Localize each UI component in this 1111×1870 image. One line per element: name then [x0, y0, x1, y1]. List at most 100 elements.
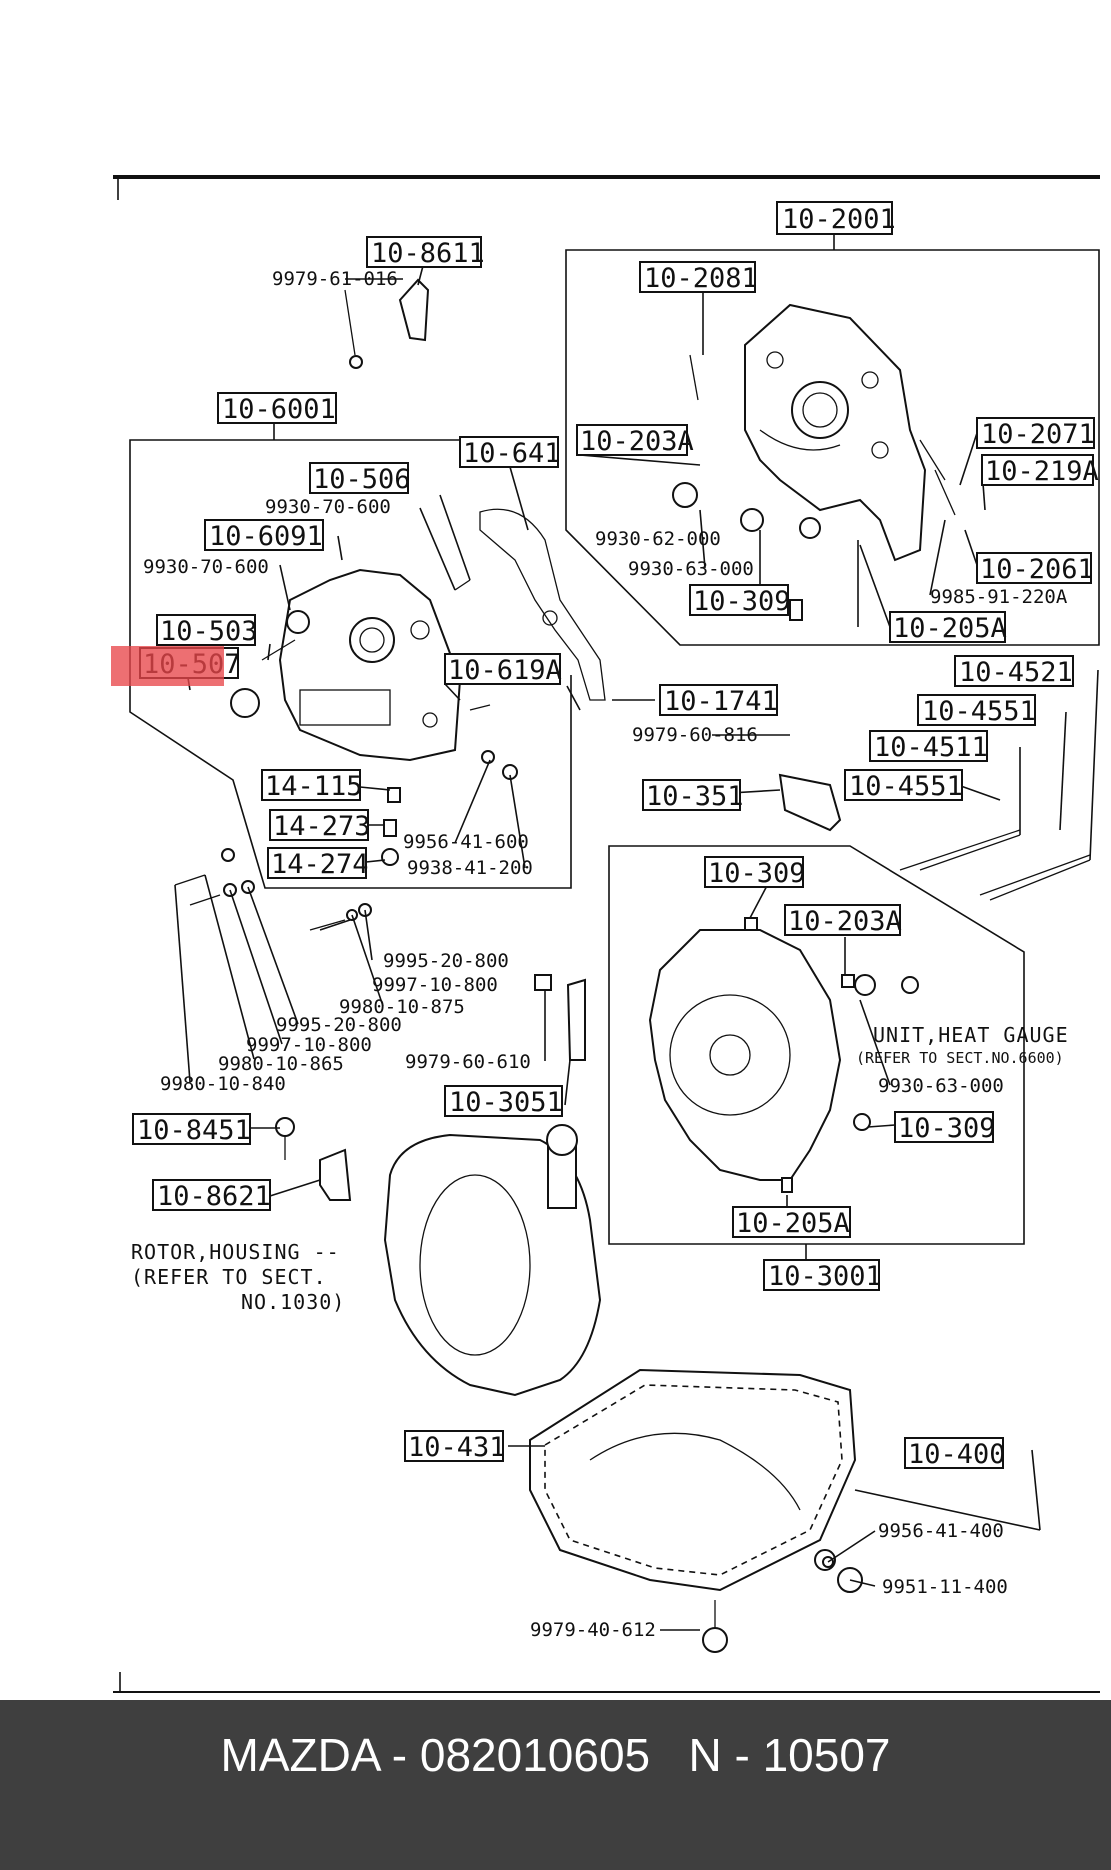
pn-9979-40-612: 9979-40-612 — [530, 1619, 656, 1641]
callout-label-10-619A: 10-619A — [448, 655, 562, 686]
pn-9979-60-816: 9979-60-816 — [632, 724, 758, 746]
timing-cover-part — [278, 568, 462, 762]
pn-9997-10-800-b: 9997-10-800 — [246, 1034, 372, 1056]
callout-label-10-431: 10-431 — [408, 1432, 506, 1463]
callout-label-10-4551b: 10-4551 — [849, 771, 963, 802]
callout-label-10-3051: 10-3051 — [449, 1087, 563, 1118]
callout-label-10-205A-top: 10-205A — [893, 613, 1007, 644]
callout-10-205A-low: 10-205A — [732, 1206, 851, 1239]
callout-label-10-2061: 10-2061 — [980, 554, 1094, 585]
callout-label-10-205A-low: 10-205A — [736, 1208, 850, 1239]
callout-10-203A-mid: 10-203A — [784, 904, 902, 937]
caption-bar: MAZDA - 082010605 N - 10507 — [0, 1700, 1111, 1870]
callout-10-309-top: 10-309 — [689, 584, 791, 617]
callout-label-10-203A-top: 10-203A — [580, 426, 694, 457]
callout-10-6091: 10-6091 — [204, 519, 324, 552]
callout-label-10-506: 10-506 — [313, 464, 411, 495]
note-rotor-line3: NO.1030) — [241, 1290, 345, 1314]
pn-9980-10-840: 9980-10-840 — [160, 1073, 286, 1095]
callout-label-10-219A: 10-219A — [985, 456, 1099, 487]
oil-pan-part — [529, 1368, 863, 1593]
callout-label-14-115: 14-115 — [265, 771, 363, 802]
callout-10-8621: 10-8621 — [152, 1179, 271, 1212]
callout-10-203A-top: 10-203A — [576, 424, 694, 457]
pn-9979-61-016: 9979-61-016 — [272, 268, 398, 290]
callout-10-2081: 10-2081 — [639, 261, 758, 294]
rear-housing-part — [648, 929, 876, 1181]
callout-10-641: 10-641 — [459, 436, 561, 469]
pn-9979-60-610: 9979-60-610 — [405, 1051, 531, 1073]
callout-label-10-641: 10-641 — [463, 438, 561, 469]
callout-label-10-8621: 10-8621 — [157, 1181, 271, 1212]
highlight-10-507 — [111, 646, 224, 686]
callout-10-431: 10-431 — [404, 1430, 506, 1463]
callout-10-219A: 10-219A — [981, 454, 1099, 487]
callout-10-309-low: 10-309 — [894, 1111, 996, 1144]
note-rotor-line1: ROTOR,HOUSING -- — [131, 1240, 340, 1264]
callout-10-503: 10-503 — [156, 614, 258, 647]
pn-9930-62-000: 9930-62-000 — [595, 528, 721, 550]
note-rotor-line2: (REFER TO SECT. — [131, 1265, 327, 1289]
callout-label-10-351: 10-351 — [646, 781, 744, 812]
pn-9995-20-800-b: 9995-20-800 — [276, 1014, 402, 1036]
pn-9938-41-200: 9938-41-200 — [407, 857, 533, 879]
callout-label-10-4511: 10-4511 — [874, 732, 988, 763]
callout-10-8451: 10-8451 — [132, 1113, 251, 1146]
pn-9985-91-220A: 9985-91-220A — [930, 586, 1068, 608]
pn-9956-41-600: 9956-41-600 — [403, 831, 529, 853]
callout-label-14-273: 14-273 — [273, 811, 371, 842]
frame-lines — [113, 175, 1100, 1693]
note-heat-gauge-ref: (REFER TO SECT.NO.6600) — [856, 1049, 1064, 1067]
callout-10-4551a: 10-4551 — [917, 694, 1036, 727]
caption-brand: MAZDA — [220, 1729, 379, 1781]
callout-label-10-309-low: 10-309 — [898, 1113, 996, 1144]
callout-10-4511: 10-4511 — [869, 730, 988, 763]
note-heat-gauge: UNIT,HEAT GAUGE — [873, 1023, 1069, 1047]
pn-9930-70-600-a: 9930-70-600 — [265, 496, 391, 518]
group-label-10-3001: 10-3001 — [768, 1261, 882, 1292]
caption-text: MAZDA - 082010605 N - 10507 — [0, 1728, 1111, 1782]
callout-10-2071: 10-2071 — [976, 417, 1095, 450]
callout-10-400: 10-400 — [904, 1437, 1006, 1470]
callout-label-10-1741: 10-1741 — [664, 686, 778, 717]
callout-14-274: 14-274 — [267, 847, 369, 880]
callout-14-115: 14-115 — [261, 769, 363, 802]
callout-10-4521: 10-4521 — [954, 655, 1074, 688]
callout-10-506: 10-506 — [309, 462, 411, 495]
group-10-2001: 10-2001 — [565, 201, 1100, 646]
callout-10-1741: 10-1741 — [659, 684, 778, 717]
pn-9951-11-400: 9951-11-400 — [882, 1576, 1008, 1598]
callout-label-10-4521: 10-4521 — [959, 657, 1073, 688]
front-cover-part — [744, 303, 927, 562]
callout-label-10-2081: 10-2081 — [644, 263, 758, 294]
group-10-6001: 10-6001 — [129, 392, 572, 889]
group-10-3001: 10-3001 — [608, 845, 1025, 1292]
notes: UNIT,HEAT GAUGE (REFER TO SECT.NO.6600) … — [131, 1023, 1069, 1314]
hardware-parts — [174, 278, 1091, 1653]
rotor-housing-part — [383, 1124, 602, 1397]
callout-10-205A-top: 10-205A — [889, 611, 1007, 644]
caption-separator: - — [378, 1729, 420, 1781]
callout-10-619A: 10-619A — [444, 653, 562, 686]
exploded-parts-diagram: 10-2001 10-6001 10-3001 — [111, 175, 1100, 1693]
callout-10-351: 10-351 — [642, 779, 744, 812]
callout-label-10-4551a: 10-4551 — [922, 696, 1036, 727]
callout-label-10-309-mid: 10-309 — [708, 858, 806, 889]
callout-14-273: 14-273 — [269, 809, 371, 842]
pn-9995-20-800-a: 9995-20-800 — [383, 950, 509, 972]
callout-10-309-mid: 10-309 — [704, 856, 806, 889]
callout-label-10-309-top: 10-309 — [693, 586, 791, 617]
callout-label-10-503: 10-503 — [160, 616, 258, 647]
callout-10-3051: 10-3051 — [444, 1085, 563, 1118]
callout-10-8611: 10-8611 — [366, 236, 485, 269]
callout-10-2061: 10-2061 — [976, 552, 1094, 585]
caption-gap — [650, 1729, 688, 1781]
callout-label-10-400: 10-400 — [908, 1439, 1006, 1470]
callout-label-10-6091: 10-6091 — [209, 521, 323, 552]
pn-9980-10-875: 9980-10-875 — [339, 996, 465, 1018]
caption-ref: N - 10507 — [688, 1729, 891, 1781]
pn-9956-41-400: 9956-41-400 — [878, 1520, 1004, 1542]
callout-label-10-8611: 10-8611 — [371, 238, 485, 269]
pn-9930-63-000-b: 9930-63-000 — [878, 1075, 1004, 1097]
pn-9930-70-600-b: 9930-70-600 — [143, 556, 269, 578]
